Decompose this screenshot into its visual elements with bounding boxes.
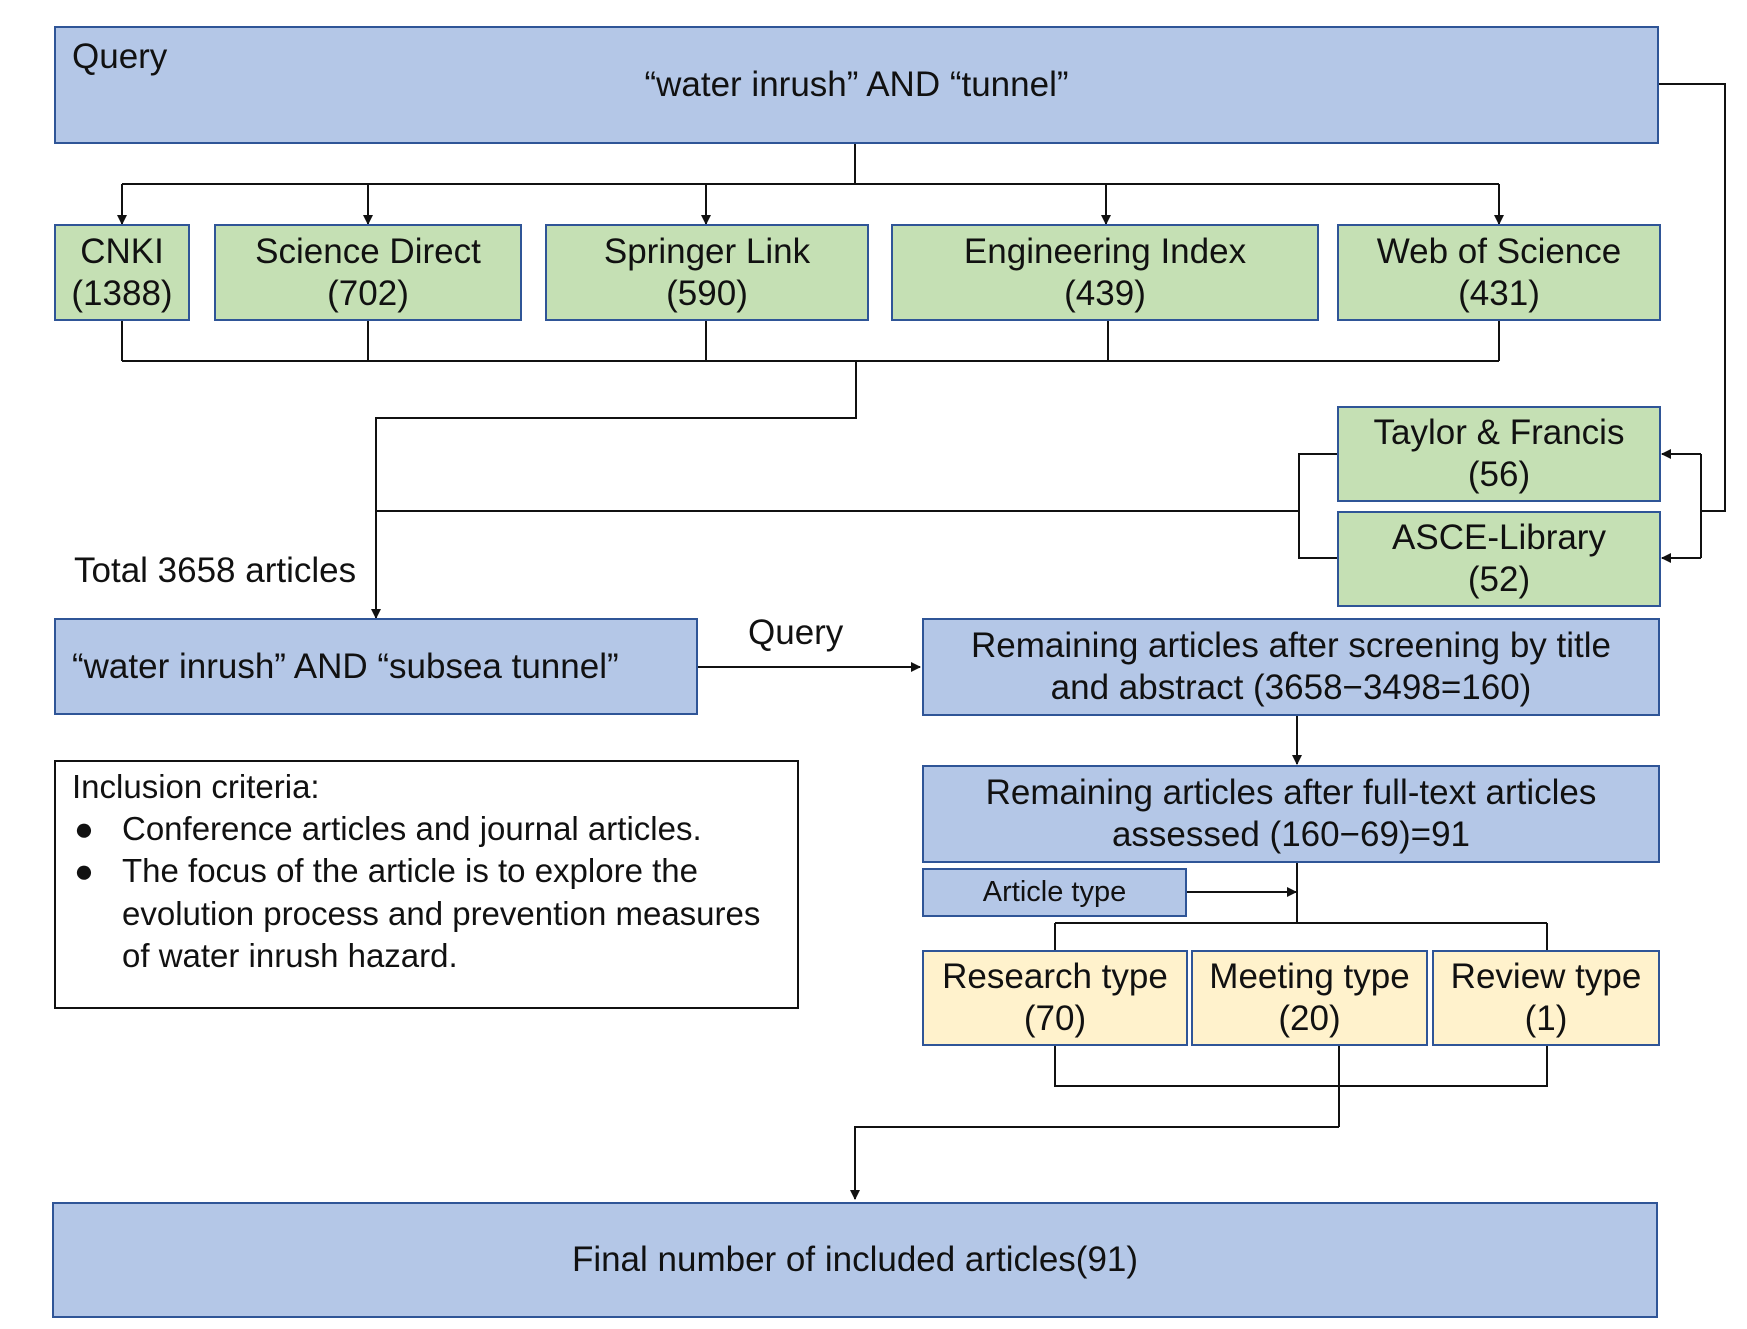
- arrow-to-final: [850, 1126, 1339, 1200]
- database-name: Web of Science: [1376, 231, 1622, 271]
- database-count: (590): [666, 273, 748, 313]
- bullet-icon: ●: [74, 852, 94, 890]
- article-type-box: Article type: [922, 868, 1187, 917]
- bullet-icon: ●: [74, 810, 94, 848]
- extra-merge-bracket: [1298, 453, 1337, 559]
- query-side-line: [1659, 83, 1726, 512]
- final-articles-text: Final number of included articles(91): [571, 1240, 1139, 1279]
- database-box-engineering-index: Engineering Index (439): [891, 224, 1319, 321]
- total-articles-label: Total 3658 articles: [74, 551, 357, 590]
- inclusion-criteria-item: ● Conference articles and journal articl…: [72, 808, 781, 850]
- full-text-screening-box: Remaining articles after full-text artic…: [922, 765, 1660, 863]
- inclusion-criteria-item: ● The focus of the article is to explore…: [72, 850, 781, 977]
- database-box-cnki: CNKI (1388): [54, 224, 190, 321]
- article-type-box-research: Research type (70): [922, 950, 1188, 1046]
- database-count: (439): [1064, 273, 1146, 313]
- article-type-count: (20): [1278, 999, 1341, 1038]
- title-abstract-screening-box: Remaining articles after screening by ti…: [922, 618, 1660, 716]
- inclusion-criteria-box: Inclusion criteria: ● Conference article…: [54, 760, 799, 1009]
- article-type-name: Research type: [942, 957, 1168, 996]
- article-type-name: Review type: [1450, 957, 1642, 996]
- final-articles-box: Final number of included articles(91): [52, 1202, 1658, 1318]
- subsea-query-box: “water inrush” AND “subsea tunnel”: [54, 618, 698, 715]
- query-box: Query “water inrush” AND “tunnel”: [54, 26, 1659, 144]
- database-name: Science Direct: [255, 231, 481, 271]
- article-type-count: (70): [1023, 999, 1087, 1038]
- article-type-label: Article type: [982, 876, 1127, 909]
- merge-to-subsea-arrow: [371, 361, 857, 619]
- database-count: (56): [1467, 455, 1531, 494]
- article-type-box-review: Review type (1): [1432, 950, 1660, 1046]
- inclusion-criteria-text: Conference articles and journal articles…: [122, 810, 702, 848]
- database-box-asce-library: ASCE-Library (52): [1337, 511, 1661, 607]
- database-box-web-of-science: Web of Science (431): [1337, 224, 1661, 321]
- database-count: (431): [1458, 273, 1540, 313]
- subsea-query-text: “water inrush” AND “subsea tunnel”: [72, 646, 619, 686]
- inclusion-criteria-heading: Inclusion criteria:: [72, 768, 320, 805]
- inclusion-criteria-list: ● Conference articles and journal articl…: [72, 808, 781, 977]
- database-name: Springer Link: [603, 231, 811, 271]
- database-count: (702): [327, 273, 409, 313]
- database-count: (1388): [71, 273, 173, 313]
- database-name: Taylor & Francis: [1373, 413, 1625, 452]
- query-arrow-label: Query: [748, 613, 844, 652]
- type-merge-bracket: [1054, 1046, 1548, 1087]
- query-label: Query: [72, 37, 168, 76]
- database-name: Engineering Index: [963, 231, 1247, 271]
- database-box-taylor-francis: Taylor & Francis (56): [1337, 406, 1661, 502]
- query-text: “water inrush” AND “tunnel”: [644, 65, 1069, 104]
- database-count: (52): [1467, 560, 1531, 599]
- article-type-box-meeting: Meeting type (20): [1191, 950, 1428, 1046]
- database-name: CNKI: [80, 231, 164, 271]
- database-box-science-direct: Science Direct (702): [214, 224, 522, 321]
- database-name: ASCE-Library: [1392, 518, 1606, 557]
- title-abstract-screening-text: Remaining articles after screening by ti…: [970, 626, 1611, 707]
- inclusion-criteria-text: The focus of the article is to explore t…: [122, 852, 761, 974]
- article-type-count: (1): [1524, 999, 1568, 1038]
- database-box-springer-link: Springer Link (590): [545, 224, 869, 321]
- article-type-name: Meeting type: [1209, 957, 1410, 996]
- full-text-screening-text: Remaining articles after full-text artic…: [985, 773, 1597, 854]
